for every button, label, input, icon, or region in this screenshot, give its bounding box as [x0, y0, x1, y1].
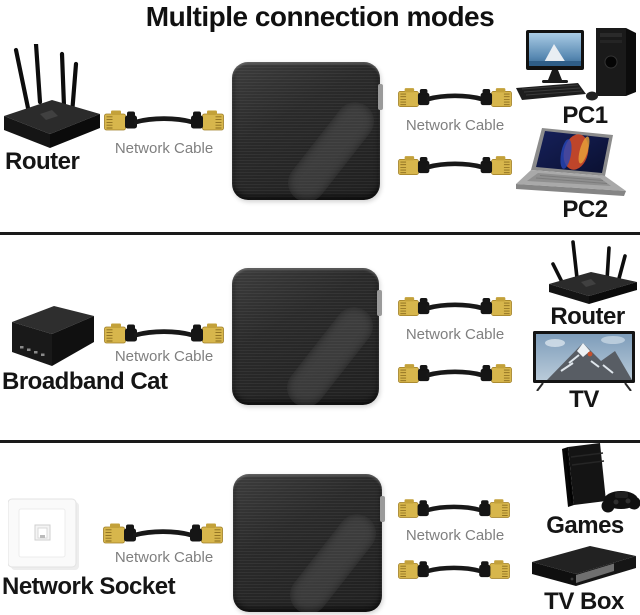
- ethernet-cable-icon: [103, 523, 223, 544]
- row1-right-cable-label: Network Cable: [405, 117, 505, 134]
- diagram-title: Multiple connection modes: [145, 1, 495, 32]
- section-divider: [0, 232, 640, 235]
- game-console-icon: [562, 443, 640, 513]
- television-icon: [533, 331, 635, 391]
- network-extender-device: [232, 62, 383, 200]
- extender-logo-stamp: [282, 506, 382, 612]
- wifi-router-icon: [4, 44, 100, 148]
- extender-side-button: [377, 290, 382, 316]
- ethernet-cable-icon: [398, 156, 512, 175]
- ethernet-cable-icon: [398, 560, 510, 579]
- extender-front-face: [233, 474, 382, 612]
- section-divider: [0, 440, 640, 443]
- ethernet-cable-icon: [398, 364, 512, 383]
- row1-target1-label: PC1: [562, 102, 608, 129]
- broadband-modem-icon: [12, 306, 94, 366]
- wall-network-socket-icon: [8, 498, 79, 570]
- row3-target1-label: Games: [546, 512, 624, 539]
- ethernet-cable-icon: [398, 297, 512, 316]
- ethernet-cable-icon: [398, 499, 510, 518]
- extender-side-button: [380, 496, 385, 522]
- network-extender-device: [233, 474, 385, 612]
- row2-target1-label: Router: [550, 303, 625, 330]
- extender-side-button: [378, 84, 383, 110]
- tv-set-top-box-icon: [532, 546, 636, 586]
- row2-source-label: Broadband Cat: [2, 368, 168, 395]
- wifi-router-icon: [549, 240, 637, 304]
- extender-front-face: [232, 268, 379, 405]
- row1-left-cable-label: Network Cable: [114, 140, 214, 157]
- ethernet-cable-icon: [104, 323, 224, 344]
- row2-left-cable-label: Network Cable: [114, 348, 214, 365]
- extender-logo-stamp: [279, 299, 379, 405]
- row2-target2-label: TV: [569, 386, 599, 413]
- ethernet-cable-icon: [398, 88, 512, 107]
- desktop-pc-icon: [516, 28, 636, 101]
- laptop-icon: [516, 128, 626, 196]
- extender-front-face: [232, 62, 380, 200]
- network-extender-device: [232, 268, 382, 405]
- row2-right-cable-label: Network Cable: [405, 326, 505, 343]
- extender-logo-stamp: [280, 94, 380, 200]
- row3-source-label: Network Socket: [2, 573, 176, 600]
- ethernet-cable-icon: [104, 110, 224, 131]
- row3-left-cable-label: Network Cable: [114, 549, 214, 566]
- row1-target2-label: PC2: [562, 196, 608, 223]
- row3-right-cable-label: Network Cable: [405, 527, 505, 544]
- row1-source-label: Router: [5, 148, 80, 175]
- row3-target2-label: TV Box: [544, 588, 624, 615]
